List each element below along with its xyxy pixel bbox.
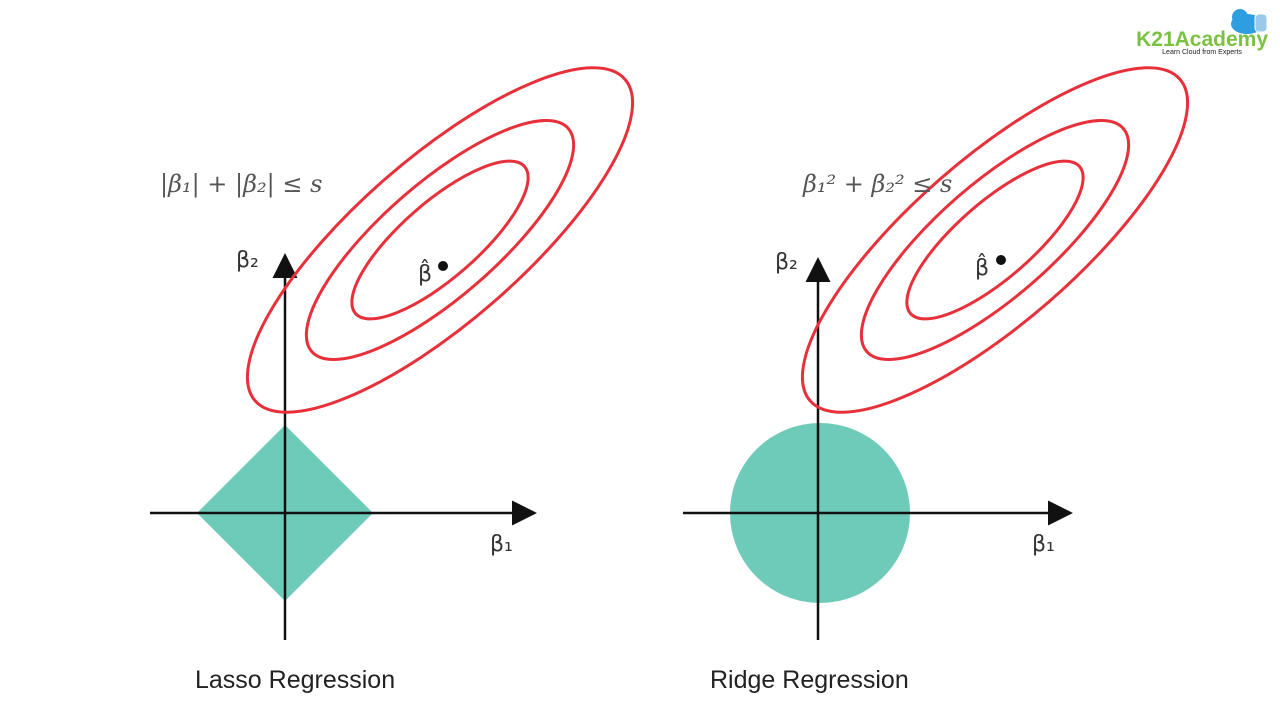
brand-logo: K21Academy Learn Cloud from Experts [1136,28,1268,56]
lasso-estimate-label: β̂ [418,262,433,287]
ridge-contour-inner [905,159,1085,321]
lasso-estimate-point [438,261,448,271]
ridge-x-label: β₁ [1032,532,1055,557]
ridge-estimate-label: β̂ [975,256,990,281]
lasso-y-label: β₂ [236,248,259,273]
lasso-caption: Lasso Regression [195,666,396,694]
ridge-contour-outer [800,66,1190,414]
ridge-panel [683,66,1190,640]
ridge-constraint: β₁² + β₂² ≤ s [803,170,953,198]
brand-tagline: Learn Cloud from Experts [1162,49,1242,56]
brand-name: K21Academy [1136,28,1268,51]
lasso-contour-outer [245,66,635,414]
lasso-constraint: |β₁| + |β₂| ≤ s [160,170,323,198]
lasso-contour-inner [350,159,530,321]
cloud-logo-icon [1231,9,1268,34]
lasso-x-label: β₁ [490,532,513,557]
ridge-y-label: β₂ [775,250,798,275]
ridge-contour-middle [859,118,1131,362]
ridge-estimate-point [996,255,1006,265]
lasso-panel [150,66,635,640]
ridge-caption: Ridge Regression [710,666,909,694]
lasso-contour-middle [304,118,576,362]
